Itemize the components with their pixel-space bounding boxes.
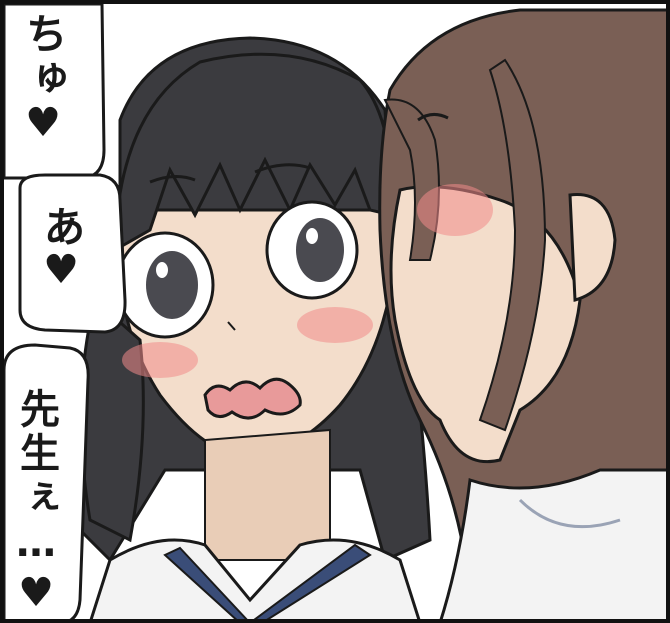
bubble-1-text: ちゅ [19, 12, 68, 100]
heart-icon: ♥ [20, 100, 66, 148]
brown-haired-girl [378, 8, 670, 623]
heart-icon: ♥ [13, 570, 59, 620]
black-haired-girl [68, 36, 432, 623]
speech-bubbles [2, 2, 127, 623]
bubble-2-text: あ [37, 205, 86, 247]
speech-bubble-3: 先生ぇ…♥ [13, 388, 59, 620]
heart-icon: ♥ [38, 247, 84, 293]
speech-bubble-1: ちゅ♥ [19, 12, 68, 148]
speech-bubble-2: あ♥ [37, 205, 86, 293]
bubble-3-text: 先生ぇ… [13, 388, 59, 570]
